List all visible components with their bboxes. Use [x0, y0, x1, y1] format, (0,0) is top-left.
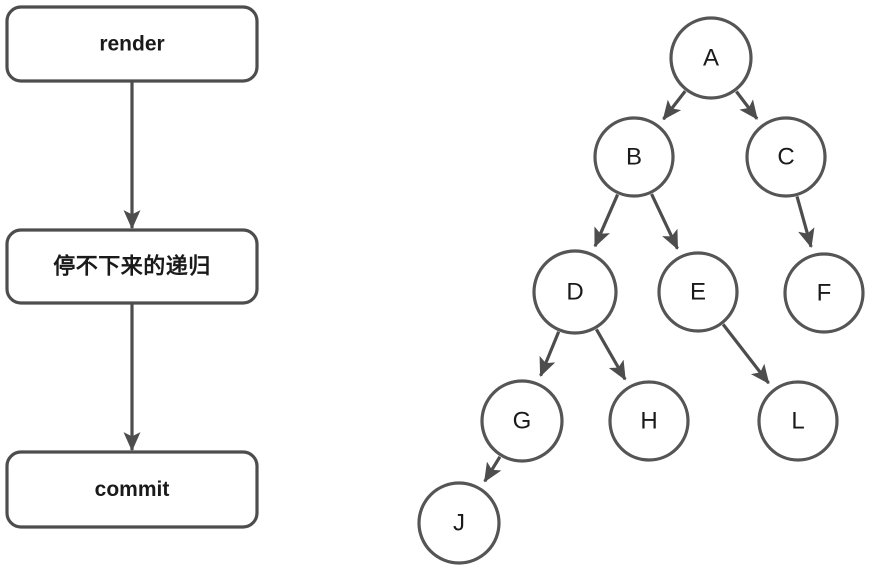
tree-edge-G-J	[483, 455, 502, 483]
tree-edge-D-H	[595, 328, 627, 381]
tree-node-shape-G	[480, 379, 564, 463]
tree-node-shape-C	[745, 116, 827, 198]
flow-box-commit[interactable]: commit	[5, 450, 259, 529]
tree-node-label-D: D	[566, 278, 583, 305]
tree-node-shape-D	[532, 249, 618, 335]
tree-node-J[interactable]: J	[417, 481, 501, 565]
tree-node-label-B: B	[626, 143, 642, 170]
flow-box-label-commit: commit	[95, 478, 170, 501]
flow-box-recursion[interactable]: 停不下来的递归	[5, 228, 259, 305]
tree-node-C[interactable]: C	[745, 116, 827, 198]
tree-node-A[interactable]: A	[669, 16, 753, 100]
tree-node-shape-H	[608, 380, 690, 462]
flow-box-shape-recursion	[5, 228, 259, 305]
flow-box-label-recursion: 停不下来的递归	[53, 253, 211, 278]
tree-node-label-A: A	[703, 44, 719, 71]
tree-edge-A-C	[735, 90, 759, 120]
tree-node-B[interactable]: B	[593, 116, 675, 198]
tree-edge-B-E	[650, 193, 679, 250]
tree-node-G[interactable]: G	[480, 379, 564, 463]
tree-edge-D-G	[539, 331, 561, 377]
tree-node-label-E: E	[690, 278, 706, 305]
tree-node-shape-B	[593, 116, 675, 198]
tree-node-E[interactable]: E	[657, 251, 739, 333]
tree-nodes-layer: A B C D E F G H L J	[417, 16, 865, 565]
tree-node-H[interactable]: H	[608, 380, 690, 462]
tree-edge-C-F	[795, 196, 815, 249]
tree-edge-E-L	[721, 323, 770, 385]
tree-node-label-L: L	[791, 407, 804, 434]
tree-edges-layer	[483, 90, 815, 483]
tree-node-shape-J	[417, 481, 501, 565]
flow-box-shape-render	[5, 5, 259, 83]
tree-node-shape-E	[657, 251, 739, 333]
tree-node-L[interactable]: L	[757, 380, 839, 462]
tree-node-F[interactable]: F	[783, 252, 865, 334]
tree-node-label-J: J	[453, 509, 465, 536]
tree-edge-A-B	[662, 90, 687, 121]
flow-box-shape-commit	[5, 450, 259, 529]
tree-node-label-H: H	[640, 407, 657, 434]
tree-edge-B-D	[593, 193, 620, 248]
tree-node-shape-L	[757, 380, 839, 462]
tree-node-label-F: F	[817, 279, 832, 306]
flow-box-label-render: render	[99, 33, 164, 56]
tree-node-label-C: C	[777, 143, 794, 170]
tree-node-shape-F	[783, 252, 865, 334]
tree-node-D[interactable]: D	[532, 249, 618, 335]
tree-node-label-G: G	[513, 407, 532, 434]
flow-boxes-layer: render 停不下来的递归 commit	[5, 5, 259, 529]
flow-box-render[interactable]: render	[5, 5, 259, 83]
tree-node-shape-A	[669, 16, 753, 100]
